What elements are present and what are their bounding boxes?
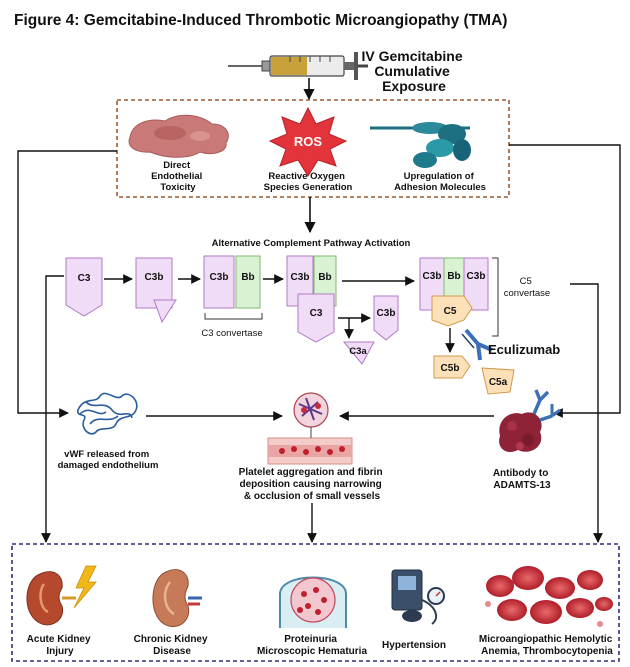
adamts13-antibody-icon — [499, 389, 561, 453]
c5b-label: C5b — [441, 363, 460, 374]
c3b-label-2: C3b — [210, 272, 229, 283]
direct-line-1: Direct — [163, 160, 191, 171]
bb-label-1: Bb — [241, 272, 254, 283]
direct-toxicity-label: Direct Endothelial Toxicity — [151, 160, 205, 193]
adhesion-line-2: Adhesion Molecules — [394, 182, 486, 193]
exposure-line-3: Exposure — [382, 78, 446, 94]
aki-kidney-icon — [26, 565, 97, 626]
hypertension-label: Hypertension — [382, 640, 446, 651]
adhesion-label: Upregulation of Adhesion Molecules — [394, 171, 486, 193]
complement-title: Alternative Complement Pathway Activatio… — [212, 238, 411, 249]
platelet-line-3: & occlusion of small vessels — [244, 491, 381, 502]
c5-block — [431, 295, 473, 327]
vwf-line-1: vWF released from — [64, 449, 149, 460]
arrow-c3-to-aki — [41, 275, 64, 543]
endothelial-tissue-icon — [128, 114, 229, 158]
red-blood-cells-icon — [485, 566, 613, 627]
bb-label-3: Bb — [447, 271, 460, 282]
c3b-block-4 — [373, 295, 399, 341]
syringe-icon — [228, 52, 368, 80]
c3-block — [65, 257, 103, 317]
c5-convertase-line-1: C5 — [520, 276, 532, 287]
antibody-label: Antibody to ADAMTS-13 — [493, 468, 551, 491]
ckd-line-2: Disease — [153, 646, 191, 657]
c5a-label: C5a — [489, 377, 508, 388]
c5-label: C5 — [444, 306, 457, 317]
eculizumab-antibody-icon — [461, 328, 493, 361]
c3-convertase-label: C3 convertase — [201, 328, 262, 339]
microvessel-occlusion-icon — [267, 392, 353, 465]
ros-line-1: Reactive Oxygen — [268, 171, 345, 182]
proteinuria-label: Proteinuria Microscopic Hematuria — [257, 634, 367, 657]
vwf-label: vWF released from damaged endothelium — [58, 449, 159, 471]
vwf-strand-icon — [77, 392, 138, 435]
adhesion-molecules-icon — [370, 122, 471, 168]
complement-pathway: C3 C3b C3b Bb C3 convertase C3b Bb C3 C3… — [65, 255, 560, 395]
proteinuria-line-1: Proteinuria — [284, 634, 337, 645]
c5a-block — [481, 367, 515, 395]
ros-starburst-icon — [268, 106, 348, 177]
exposure-label: IV Gemcitabine Cumulative Exposure — [361, 48, 466, 94]
aki-line-1: Acute Kidney — [27, 634, 91, 645]
direct-line-3: Toxicity — [160, 182, 196, 193]
c3a-fragment-small — [153, 299, 177, 324]
c5-convertase-line-2: convertase — [504, 288, 550, 299]
ros-label: Reactive Oxygen Species Generation — [264, 171, 353, 193]
bb-block-1 — [235, 255, 261, 309]
glomerulus-icon — [279, 576, 347, 628]
c3b-label-3: C3b — [291, 272, 310, 283]
c3b-label-4: C3b — [377, 308, 396, 319]
platelet-line-2: deposition causing narrowing — [239, 479, 381, 490]
ckd-label: Chronic Kidney Disease — [134, 634, 211, 657]
mah-label: Microangiopathic Hemolytic Anemia, Throm… — [479, 634, 615, 657]
proteinuria-line-2: Microscopic Hematuria — [257, 646, 367, 657]
c3-convertase-bracket — [204, 313, 263, 320]
mah-line-2: Anemia, Thrombocytopenia — [481, 646, 613, 657]
figure-title: Figure 4: Gemcitabine-Induced Thrombotic… — [14, 12, 507, 29]
platelet-label: Platelet aggregation and fibrin depositi… — [239, 467, 386, 502]
direct-line-2: Endothelial — [151, 171, 202, 182]
aki-line-2: Injury — [46, 646, 74, 657]
c3-label: C3 — [78, 273, 91, 284]
outcomes-box — [11, 543, 620, 662]
mah-line-1: Microangiopathic Hemolytic — [479, 634, 613, 645]
platelet-line-1: Platelet aggregation and fibrin — [239, 467, 383, 478]
c3b-label-6: C3b — [467, 271, 486, 282]
adhesion-line-1: Upregulation of — [404, 171, 475, 182]
bb-label-2: Bb — [318, 272, 331, 283]
c3b-block-2 — [203, 255, 235, 309]
antibody-line-2: ADAMTS-13 — [493, 480, 551, 491]
antibody-line-1: Antibody to — [493, 468, 549, 479]
arrow-adhesion-to-antibody — [509, 144, 621, 418]
mechanisms-box — [116, 99, 510, 198]
c5-convertase-bracket — [492, 257, 499, 337]
arrow-c5-to-mah — [570, 283, 603, 543]
c5-convertase-label: C5 convertase — [504, 276, 550, 299]
exposure-line-2: Cumulative — [374, 63, 450, 79]
blood-pressure-monitor-icon — [391, 569, 445, 625]
eculizumab-label: Eculizumab — [488, 342, 560, 357]
arrow-direct-to-vwf — [17, 150, 117, 418]
c3-block-2 — [297, 293, 335, 343]
c3-label-2: C3 — [310, 308, 323, 319]
c3a-label: C3a — [349, 346, 367, 357]
aki-label: Acute Kidney Injury — [27, 634, 94, 657]
c5b-block — [433, 355, 471, 379]
c3a-block — [342, 341, 375, 365]
c3b-label-5: C3b — [423, 271, 442, 282]
vwf-line-2: damaged endothelium — [58, 460, 159, 471]
ckd-kidney-icon — [152, 569, 202, 628]
ros-badge: ROS — [294, 134, 323, 149]
ros-line-2: Species Generation — [264, 182, 353, 193]
exposure-line-1: IV Gemcitabine — [361, 48, 462, 64]
c3b-label-1: C3b — [145, 272, 164, 283]
ckd-line-1: Chronic Kidney — [134, 634, 208, 645]
